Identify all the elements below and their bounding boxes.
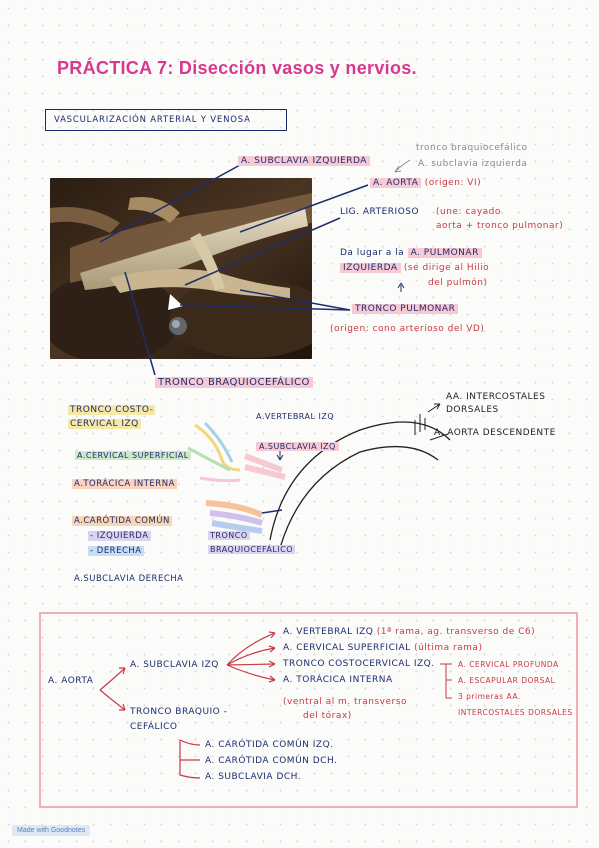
- scheme-carotida-dch: A. CARÓTIDA COMÚN DCH.: [205, 756, 338, 766]
- scheme-aorta: A. AORTA: [48, 676, 94, 686]
- diag-subclavia-derecha: A.SUBCLAVIA DERECHA: [74, 574, 184, 584]
- page-title: PRÁCTICA 7: Disección vasos y nervios.: [57, 58, 417, 78]
- scheme-cervical-sup: A. CERVICAL SUPERFICIAL (última rama): [283, 643, 483, 653]
- scheme-toracica-note1: (ventral al m. transverso: [283, 697, 407, 707]
- diag-aorta-descendente: A. AORTA DESCENDENTE: [434, 428, 556, 438]
- scheme-subclavia-izq: A. SUBCLAVIA IZQ: [130, 660, 219, 670]
- scheme-cc-branch3b: INTERCOSTALES DORSALES: [458, 708, 573, 717]
- dissection-photo: [50, 178, 312, 359]
- label-subclavia-izq-grey: A. subclavia izquierda: [418, 159, 528, 169]
- section-header-box: VASCULARIZACIÓN ARTERIAL Y VENOSA: [45, 109, 287, 131]
- label-subclavia-izquierda: A. SUBCLAVIA IZQUIERDA: [238, 156, 370, 166]
- diag-intercostales-1: AA. INTERCOSTALES: [446, 392, 546, 402]
- branching-scheme-box: [39, 612, 578, 808]
- label-tronco-pulmonar: TRONCO PULMONAR: [352, 304, 459, 314]
- scheme-braquio-1: TRONCO BRAQUIO -: [130, 707, 228, 717]
- label-pulmonar-izquierda: IZQUIERDA (se dirige al Hilio: [340, 263, 489, 273]
- scheme-vertebral: A. VERTEBRAL IZQ (1ª rama, ag. transvers…: [283, 627, 536, 637]
- scheme-braquio-2: CEFÁLICO: [130, 722, 178, 732]
- scheme-carotida-izq: A. CARÓTIDA COMÚN IZQ.: [205, 740, 334, 750]
- scheme-subclavia-dch: A. SUBCLAVIA DCH.: [205, 772, 302, 782]
- label-tronco-pulmonar-origen: (origen: cono arterioso del VD): [330, 324, 485, 334]
- diag-costocervical-2: CERVICAL IZQ: [68, 419, 141, 429]
- label-pulmonar-desc2: del pulmón): [428, 278, 488, 288]
- diag-tronco-braquio-2: BRAQUIOCEFÁLICO: [208, 545, 296, 554]
- label-da-lugar: Da lugar a la A. PULMONAR: [340, 248, 482, 258]
- label-aorta: A. AORTA (origen: VI): [370, 178, 481, 188]
- diag-carotida-comun: A.CARÓTIDA COMÚN: [72, 516, 172, 526]
- diag-subclavia-izq: A.SUBCLAVIA IZQ: [256, 442, 339, 451]
- diag-costocervical-1: TRONCO COSTO-: [68, 405, 156, 415]
- diag-derecha: - DERECHA: [88, 546, 144, 556]
- goodnotes-badge: Made with Goodnotes: [12, 825, 91, 836]
- label-lig-arterioso-desc1: (une: cayado: [436, 207, 501, 217]
- diag-toracica-interna: A.TORÁCICA INTERNA: [72, 479, 177, 489]
- diag-cervical-superficial: A.CERVICAL SUPERFICIAL: [75, 451, 191, 460]
- scheme-toracica: A. TORÁCICA INTERNA: [283, 675, 393, 685]
- diag-tronco-braquio-1: TRONCO: [208, 531, 250, 540]
- scheme-toracica-note2: del tórax): [303, 711, 352, 721]
- scheme-costocervical: TRONCO COSTOCERVICAL IZQ.: [283, 659, 435, 669]
- diag-izquierda: - IZQUIERDA: [88, 531, 151, 541]
- diag-vertebral-izq: A.VERTEBRAL IZQ: [256, 412, 335, 421]
- scheme-cc-branch1: A. CERVICAL PROFUNDA: [458, 660, 559, 669]
- label-tronco-braquio-grey: tronco braquiocefálico: [416, 143, 528, 153]
- label-lig-arterioso: LIG. ARTERIOSO: [340, 207, 420, 217]
- label-tronco-braquiocefalico: TRONCO BRAQUIOCEFÁLICO: [155, 377, 313, 388]
- label-lig-arterioso-desc2: aorta + tronco pulmonar): [436, 221, 564, 231]
- scheme-cc-branch2: A. ESCAPULAR DORSAL: [458, 676, 556, 685]
- diag-intercostales-2: DORSALES: [446, 405, 499, 415]
- scheme-cc-branch3a: 3 primeras AA.: [458, 692, 521, 701]
